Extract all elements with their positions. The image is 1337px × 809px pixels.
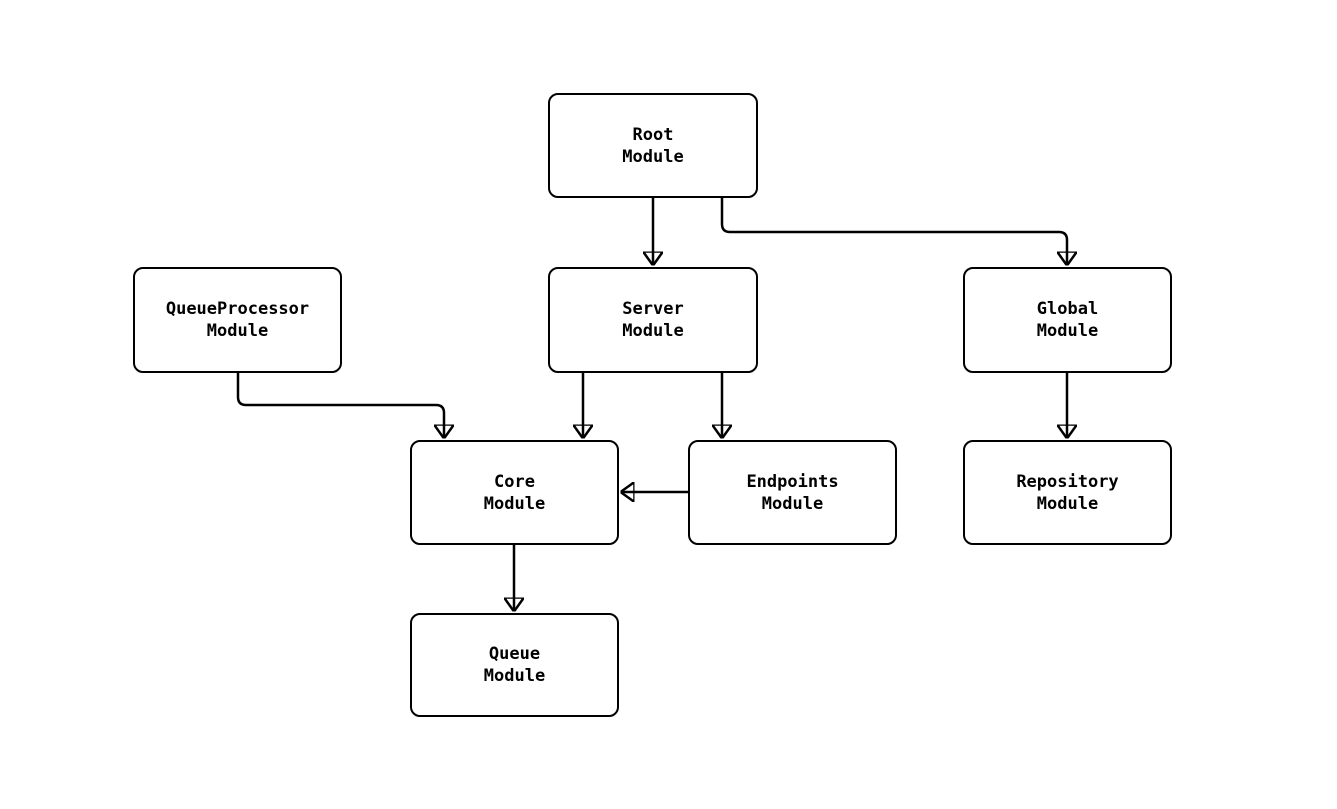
node-queueprocessor-module: QueueProcessor Module bbox=[133, 267, 342, 373]
node-core-module-label: Core Module bbox=[483, 471, 546, 514]
node-global-module-label: Global Module bbox=[1036, 299, 1099, 341]
node-queue-module-label: Queue Module bbox=[483, 644, 546, 686]
edge-root-to-global bbox=[720, 198, 1067, 265]
node-server-module: Server Module bbox=[548, 267, 758, 373]
node-core-module: Core Module bbox=[410, 440, 619, 545]
node-queue-module: Queue Module bbox=[410, 613, 619, 717]
node-server-module-label: Server Module bbox=[622, 299, 684, 341]
node-repository-module: Repository Module bbox=[963, 440, 1172, 545]
node-global-module: Global Module bbox=[963, 267, 1172, 373]
edge-queueprocessor-to-core bbox=[236, 373, 444, 438]
node-repository-module-label: Repository Module bbox=[1016, 471, 1119, 514]
node-endpoints-module-label: Endpoints Module bbox=[746, 471, 839, 514]
node-queueprocessor-module-label: QueueProcessor Module bbox=[165, 299, 310, 341]
node-root-module-label: Root Module bbox=[622, 124, 684, 167]
node-root-module: Root Module bbox=[548, 93, 758, 198]
node-endpoints-module: Endpoints Module bbox=[688, 440, 897, 545]
